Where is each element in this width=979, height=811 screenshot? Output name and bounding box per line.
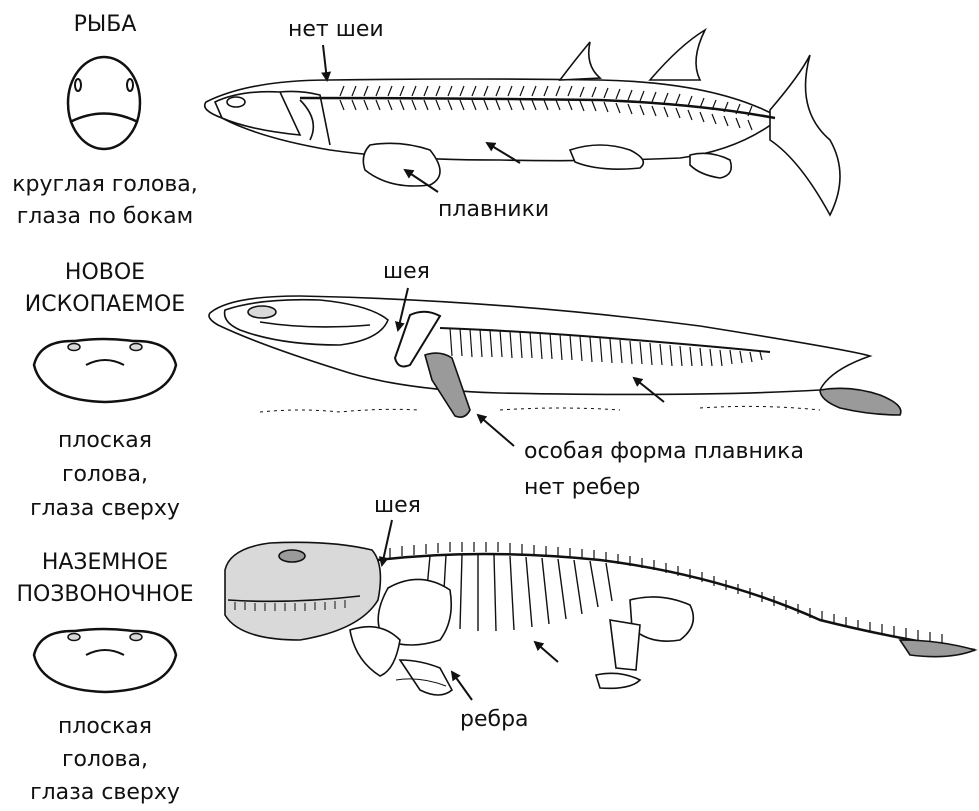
flat-head-icon [34, 629, 176, 692]
pointer-arrow-icon [535, 642, 558, 662]
pointer-arrow-icon [478, 415, 514, 446]
fish-skeleton-icon [205, 30, 840, 215]
fossil-skeleton-icon [209, 288, 901, 446]
tetrapod-skeleton-icon [225, 520, 975, 700]
pointer-arrow-icon [452, 672, 472, 700]
flat-head-icon [34, 339, 176, 402]
pointer-arrow-icon [323, 45, 327, 80]
round-head-icon [68, 57, 140, 149]
